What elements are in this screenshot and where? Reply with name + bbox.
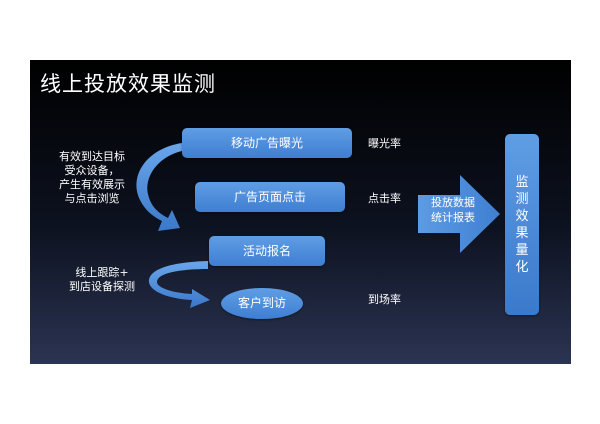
step-ad-page-click: 广告页面点击 (195, 182, 345, 212)
result-label: 监测效果量化 (515, 174, 529, 275)
note-effective-reach: 有效到达目标 受众设备， 产生有效展示 与点击浏览 (59, 150, 125, 205)
slide: 线上投放效果监测 移动广告曝光 广告页面点击 活动报名 客户到访 曝光率 点击率… (30, 60, 571, 364)
note-online-tracking: 线上跟踪+ 到店设备探测 (69, 266, 135, 293)
result-panel: 监测效果量化 (505, 134, 539, 315)
flow-curves (136, 143, 500, 308)
step-event-signup: 活动报名 (209, 236, 325, 266)
curve-arrow-exposure-to-click (136, 143, 182, 231)
arrow-label-report: 投放数据 统计报表 (431, 196, 475, 224)
rate-exposure: 曝光率 (368, 137, 401, 150)
rate-click: 点击率 (368, 192, 401, 205)
slide-title: 线上投放效果监测 (40, 72, 216, 96)
big-right-arrow (418, 175, 500, 253)
step-customer-visit: 客户到访 (221, 288, 303, 319)
step-mobile-ad-exposure: 移动广告曝光 (182, 128, 352, 158)
rate-arrival: 到场率 (368, 293, 401, 306)
curve-arrow-signup-to-visit (148, 261, 210, 308)
